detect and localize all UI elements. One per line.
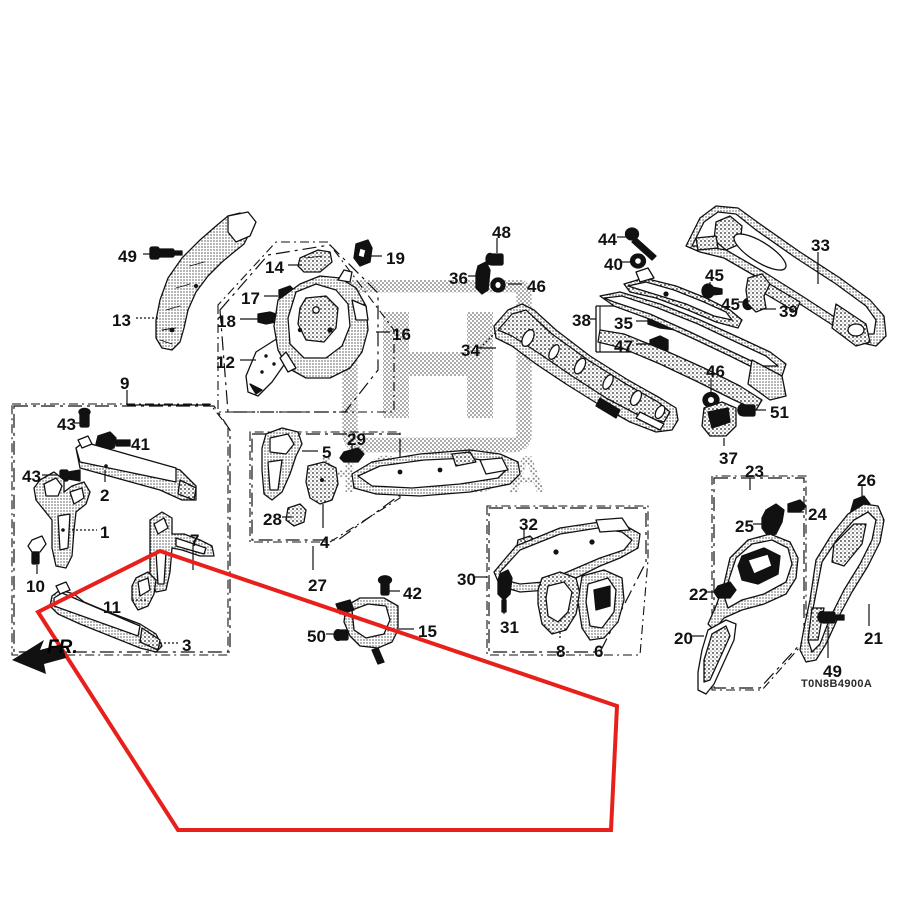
callout-36[interactable]: 36 [449, 269, 468, 288]
callout-49[interactable]: 49 [823, 662, 842, 681]
part-8-shape [537, 571, 581, 635]
part-45-bolt-left [701, 283, 723, 299]
part-37-shape [701, 401, 737, 437]
part-19-shape [353, 239, 373, 267]
callout-43[interactable]: 43 [57, 415, 76, 434]
part-49-bolt-top [149, 246, 183, 260]
callout-51[interactable]: 51 [770, 403, 789, 422]
callout-39[interactable]: 39 [779, 302, 798, 321]
callout-34[interactable]: 34 [461, 341, 480, 360]
callout-7[interactable]: 7 [190, 531, 200, 550]
callout-15[interactable]: 15 [418, 622, 437, 641]
callout-48[interactable]: 48 [492, 223, 511, 242]
part-16-shape [273, 269, 369, 379]
part-23-inner-shape [707, 533, 799, 631]
callout-44[interactable]: 44 [598, 230, 617, 249]
part-5-shape [261, 427, 303, 501]
callout-32[interactable]: 32 [519, 515, 538, 534]
fr-direction-label: FR. [47, 637, 78, 658]
part-50-bolt [333, 628, 349, 642]
callout-4[interactable]: 4 [320, 533, 330, 552]
callout-18[interactable]: 18 [217, 312, 236, 331]
callout-46[interactable]: 46 [706, 362, 725, 381]
callout-27[interactable]: 27 [308, 576, 327, 595]
callout-17[interactable]: 17 [241, 289, 260, 308]
callout-30[interactable]: 30 [457, 570, 476, 589]
callout-46[interactable]: 46 [527, 277, 546, 296]
callout-41[interactable]: 41 [131, 435, 150, 454]
callout-21[interactable]: 21 [864, 629, 883, 648]
part-40-nut [629, 253, 647, 269]
part-13-shape [155, 211, 257, 351]
part-51-bolt [737, 403, 756, 417]
callout-20[interactable]: 20 [674, 629, 693, 648]
part-4-shape [305, 461, 339, 505]
part-49-bolt-bottom [817, 610, 845, 624]
callout-5[interactable]: 5 [322, 443, 332, 462]
part-33-rail-shape [597, 291, 787, 411]
callout-45[interactable]: 45 [705, 266, 724, 285]
callout-1[interactable]: 1 [100, 523, 110, 542]
callout-24[interactable]: 24 [808, 505, 827, 524]
part-38-rail-shape [623, 267, 743, 329]
callout-19[interactable]: 19 [386, 249, 405, 268]
callout-23[interactable]: 23 [745, 462, 764, 481]
callout-14[interactable]: 14 [265, 258, 284, 277]
callout-11[interactable]: 11 [103, 598, 121, 617]
callout-31[interactable]: 31 [500, 618, 519, 637]
part-34-shape [493, 303, 679, 433]
part-10-shape [27, 535, 47, 565]
callout-13[interactable]: 13 [112, 311, 131, 330]
callout-43[interactable]: 43 [22, 467, 41, 486]
part-2-shape [75, 435, 197, 501]
callout-12[interactable]: 12 [216, 353, 235, 372]
part-39-shape [745, 273, 771, 313]
callout-6[interactable]: 6 [594, 642, 604, 661]
callout-40[interactable]: 40 [604, 255, 623, 274]
callout-42[interactable]: 42 [403, 584, 422, 603]
part-7-shape [149, 511, 215, 593]
callout-2[interactable]: 2 [100, 486, 110, 505]
part-28-shape [285, 503, 307, 527]
callout-3[interactable]: 3 [182, 636, 192, 655]
callout-37[interactable]: 37 [719, 449, 738, 468]
part-1-shape [33, 471, 91, 569]
part-20-shape [697, 619, 737, 695]
callout-16[interactable]: 16 [392, 325, 411, 344]
part-3-shape [49, 581, 163, 653]
part-42-bolt [377, 575, 393, 596]
part-24-shape [787, 499, 807, 513]
callout-25[interactable]: 25 [735, 517, 754, 536]
part-46-nut-left [490, 277, 506, 293]
callout-33[interactable]: 33 [811, 236, 830, 255]
part-25-shape [761, 503, 785, 537]
callout-22[interactable]: 22 [689, 585, 708, 604]
part-6-shape [577, 569, 625, 641]
callout-47[interactable]: 47 [614, 337, 633, 356]
callout-29[interactable]: 29 [347, 430, 366, 449]
part-48-bolt [485, 252, 504, 266]
callout-9[interactable]: 9 [120, 374, 130, 393]
diagram-part-code: T0N8B4900A [801, 678, 873, 690]
callout-10[interactable]: 10 [26, 577, 45, 596]
callout-8[interactable]: 8 [556, 642, 566, 661]
callout-26[interactable]: 26 [857, 471, 876, 490]
callout-49[interactable]: 49 [118, 247, 137, 266]
part-14-shape [297, 249, 333, 273]
part-30-member-shape [493, 517, 641, 593]
callout-35[interactable]: 35 [614, 314, 633, 333]
callout-50[interactable]: 50 [307, 627, 326, 646]
part-27-member-shape [351, 449, 521, 497]
callout-28[interactable]: 28 [263, 510, 282, 529]
part-44-bolt [624, 227, 657, 261]
callout-45[interactable]: 45 [721, 295, 740, 314]
highlight-outline[interactable] [35, 548, 620, 832]
part-29-shape [339, 447, 365, 463]
callout-38[interactable]: 38 [572, 311, 591, 330]
